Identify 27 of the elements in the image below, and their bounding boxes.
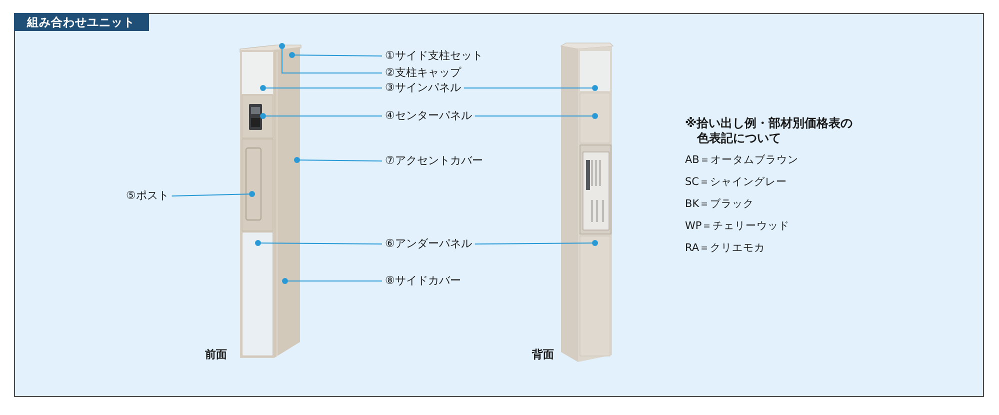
leader-line: [171, 191, 255, 197]
leader-line: [260, 85, 382, 91]
part-label: ③サインパネル: [385, 81, 461, 95]
part-label: ④センターパネル: [385, 109, 472, 123]
view-caption: 背面: [532, 348, 554, 362]
part-label: ⑦アクセントカバー: [385, 154, 483, 168]
color-code-text: AB＝オータムブラウン: [685, 153, 798, 167]
part-label: ①サイド支柱セット: [385, 49, 483, 63]
color-code-text: BK＝ブラック: [685, 197, 754, 211]
part-label: ⑥アンダーパネル: [385, 237, 472, 251]
part-label: ②支柱キャップ: [385, 66, 461, 80]
leader-line: [294, 157, 382, 163]
color-code-text: RA＝クリエモカ: [685, 241, 766, 255]
color-code-text: WP＝チェリーウッド: [685, 219, 790, 233]
part-label: ⑤ポスト: [126, 189, 169, 203]
part-label: ⑧サイドカバー: [385, 274, 461, 288]
section-title: 組み合わせユニット: [14, 13, 149, 31]
leader-line: [282, 278, 382, 284]
leader-line: [255, 240, 382, 246]
leader-line: [279, 43, 382, 74]
view-caption: 前面: [205, 348, 227, 362]
color-code-text: SC＝シャイングレー: [685, 175, 787, 189]
leader-line: [474, 240, 598, 246]
leader-line: [463, 85, 598, 91]
note-text: ※拾い出し例・部材別価格表の色表記について: [685, 116, 854, 146]
leader-line: [474, 113, 598, 119]
leader-line: [260, 113, 382, 119]
